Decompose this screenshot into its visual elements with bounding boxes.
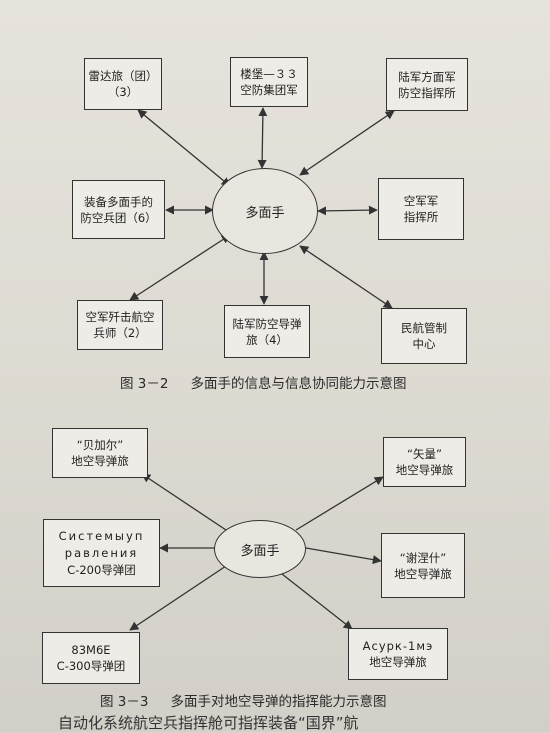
fig2-box-baikal: “贝加尔” 地空导弹旅 <box>52 428 148 478</box>
fig1-arrow-fighter <box>129 234 231 301</box>
fig1-caption-number: 图 3－2 <box>120 376 169 392</box>
fig1-arrow-aircmd <box>317 205 378 216</box>
fig2-box-senezh: “谢涅什” 地空导弹旅 <box>381 533 465 598</box>
fig1-box-civil-aviation: 民航管制 中心 <box>381 308 467 364</box>
fig1-box-radar-brigade: 雷达旅（团） （3） <box>84 58 162 110</box>
fig1-box-airforce-command: 空军军 指挥所 <box>378 178 464 240</box>
fig1-caption: 图 3－2 多面手的信息与信息协同能力示意图 <box>120 372 406 392</box>
fig2-center-node: 多面手 <box>214 520 306 578</box>
fig2-arrow-vector <box>295 476 384 531</box>
fig2-caption-number: 图 3－3 <box>100 694 149 710</box>
fig1-arrow-radar <box>137 109 231 187</box>
body-text-cutoff: 自动化系统航空兵指挥舱可指挥装备“国界”航 <box>58 714 359 732</box>
fig1-box-front-command: 陆军方面军 防空指挥所 <box>386 58 468 111</box>
fig1-arrow-civil <box>299 245 393 309</box>
fig1-arrow-army <box>257 107 268 169</box>
fig2-caption: 图 3－3 多面手对地空导弹的指挥能力示意图 <box>100 690 386 710</box>
fig1-box-air-defense-army: 楼堡—３３ 空防集团军 <box>230 57 308 107</box>
fig2-caption-text: 多面手对地空导弹的指挥能力示意图 <box>170 694 387 710</box>
fig2-box-s200: Системыуп равления С-200导弹团 <box>43 519 160 587</box>
fig2-box-s300: 83М6Е С-300导弹团 <box>42 632 140 684</box>
fig2-arrow-baikal <box>141 473 227 531</box>
fig1-box-fighter-division: 空军歼击航空 兵师（2） <box>77 300 163 350</box>
fig2-arrow-senezh <box>305 547 382 565</box>
fig2-arrow-s300 <box>129 565 227 631</box>
fig1-box-equipped-corps: 装备多面手的 防空兵团（6） <box>72 180 165 239</box>
fig1-box-sam-brigade: 陆军防空导弹 旅（4） <box>224 305 310 358</box>
fig2-center-label: 多面手 <box>240 543 280 559</box>
fig1-center-label: 多面手 <box>245 205 285 221</box>
fig2-box-asurk: Асурк-1мэ 地空导弹旅 <box>348 628 448 680</box>
fig2-arrow-asurk <box>281 573 353 630</box>
fig1-arrow-front <box>299 110 395 176</box>
fig2-box-vector: “矢量” 地空导弹旅 <box>383 437 466 487</box>
fig1-center-node: 多面手 <box>212 168 318 254</box>
fig1-caption-text: 多面手的信息与信息协同能力示意图 <box>190 376 407 392</box>
